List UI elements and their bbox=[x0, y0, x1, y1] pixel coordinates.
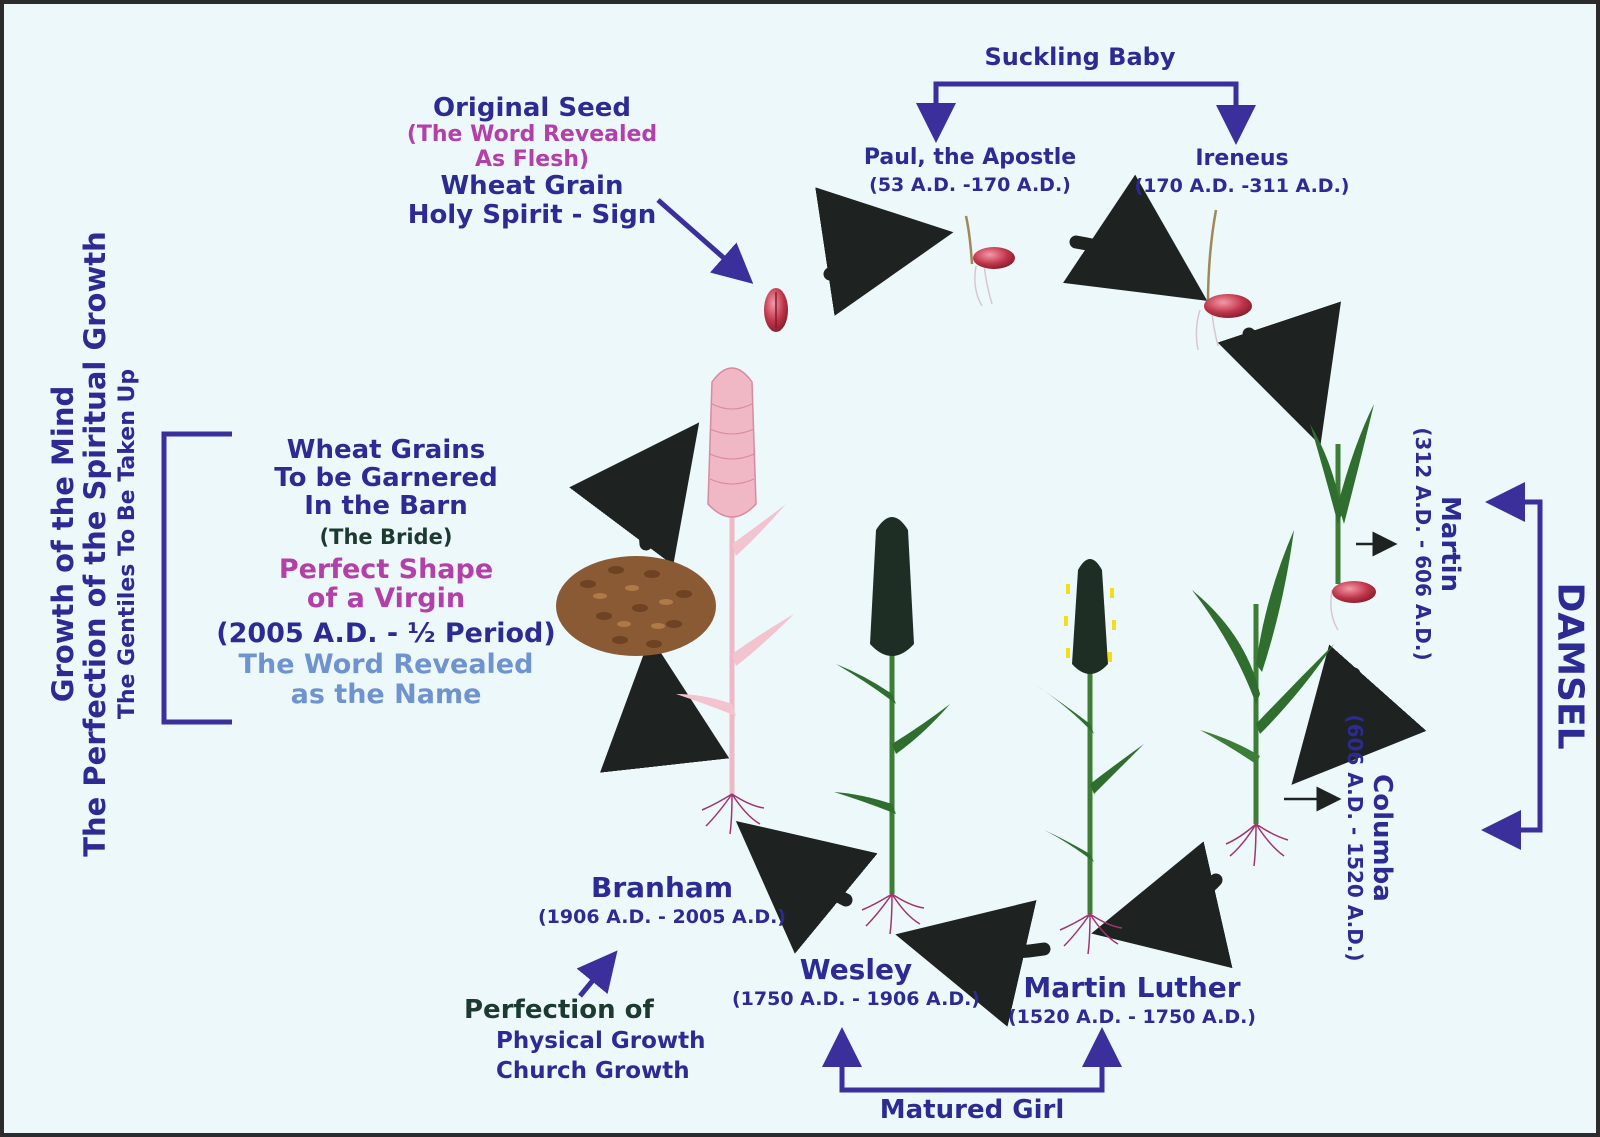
perfection-line3: Church Growth bbox=[496, 1057, 690, 1084]
pointer-to-original-seed bbox=[656, 198, 754, 284]
ireneus-name: Ireneus bbox=[1195, 146, 1289, 171]
side-line2: The Perfection of the Spiritual Growth bbox=[78, 231, 113, 857]
columba-label: Columba (606 A.D. - 1520 A.D.) bbox=[1343, 714, 1397, 961]
paul-name: Paul, the Apostle bbox=[863, 145, 1077, 170]
matured-girl-label: Matured Girl bbox=[879, 1095, 1065, 1125]
original-seed-grain bbox=[764, 288, 788, 332]
matured-girl-bracket bbox=[839, 1052, 1105, 1093]
arrow-grains-to-ripe-wheat bbox=[569, 422, 700, 566]
arrow-martin-to-columba bbox=[1291, 644, 1427, 785]
suckling-baby-label: Suckling Baby bbox=[984, 43, 1176, 71]
paul-label: Paul, the Apostle (53 A.D. -170 A.D.) bbox=[863, 145, 1077, 196]
damsel-bracket bbox=[1508, 499, 1543, 833]
ireneus-label: Ireneus (170 A.D. -311 A.D.) bbox=[1134, 146, 1350, 197]
original-seed-sub1: (The Word Revealed bbox=[406, 122, 658, 148]
perfection-line1: Perfection of bbox=[464, 995, 654, 1025]
bride-line4: (The Bride) bbox=[319, 525, 453, 550]
arrow-columba-to-luther bbox=[1091, 841, 1233, 969]
bride-line3: In the Barn bbox=[304, 491, 468, 522]
martin-luther-dates: (1520 A.D. - 1750 A.D.) bbox=[1007, 1006, 1257, 1029]
paul-dates: (53 A.D. -170 A.D.) bbox=[869, 173, 1071, 196]
bride-line5: Perfect Shape bbox=[278, 553, 494, 585]
martin-luther-name: Martin Luther bbox=[1023, 971, 1241, 1004]
wheat-grain-pile bbox=[556, 556, 716, 656]
branham-name: Branham bbox=[591, 871, 733, 904]
sprouting-seed-ireneus bbox=[1195, 209, 1252, 351]
bride-line8: The Word Revealed bbox=[238, 649, 534, 681]
diagram-artwork bbox=[161, 81, 1543, 1093]
cycle-arrows bbox=[569, 174, 1427, 1027]
martin-name: Martin bbox=[1435, 495, 1465, 593]
arrow-luther-to-wesley bbox=[895, 900, 1051, 1027]
plant-columba bbox=[1192, 530, 1334, 867]
wesley-dates: (1750 A.D. - 1906 A.D.) bbox=[731, 988, 981, 1011]
original-seed-label: Original Seed (The Word Revealed As Fles… bbox=[406, 93, 658, 231]
bride-line7: (2005 A.D. - ½ Period) bbox=[216, 618, 556, 650]
arrow-branham-to-grains bbox=[600, 636, 730, 773]
bride-bracket bbox=[161, 431, 232, 725]
branham-dates: (1906 A.D. - 2005 A.D.) bbox=[537, 906, 787, 929]
sprouting-seed-paul bbox=[964, 215, 1015, 307]
martin-luther-label: Martin Luther (1520 A.D. - 1750 A.D.) bbox=[1008, 972, 1256, 1029]
side-line1: Growth of the Mind bbox=[46, 385, 81, 703]
damsel-label: DAMSEL bbox=[1549, 582, 1591, 750]
branham-label: Branham (1906 A.D. - 2005 A.D.) bbox=[538, 872, 786, 929]
wesley-label: Wesley (1750 A.D. - 1906 A.D.) bbox=[732, 954, 980, 1011]
bride-line6: of a Virgin bbox=[306, 583, 466, 615]
martin-dates: (312 A.D. - 606 A.D.) bbox=[1411, 427, 1435, 661]
original-seed-line3: Wheat Grain bbox=[440, 171, 624, 202]
seedling-martin bbox=[1310, 404, 1376, 631]
arrow-ireneus-to-martin bbox=[1217, 301, 1341, 446]
columba-dates: (606 A.D. - 1520 A.D.) bbox=[1343, 714, 1367, 962]
plant-wesley bbox=[834, 517, 950, 935]
bride-line2: To be Garnered bbox=[274, 463, 498, 494]
bride-text-block: Wheat Grains To be Garnered In the Barn … bbox=[216, 436, 555, 709]
original-seed-sub2: As Flesh) bbox=[474, 146, 590, 172]
pointer-to-branham bbox=[576, 950, 618, 998]
arrow-seed-to-paul bbox=[815, 187, 954, 316]
original-seed-line4: Holy Spirit - Sign bbox=[407, 200, 657, 231]
indigo-connectors bbox=[161, 81, 1543, 1093]
side-vertical-text: Growth of the Mind The Perfection of the… bbox=[46, 231, 141, 857]
plant-ripe-wheat bbox=[676, 367, 794, 835]
suckling-baby-bracket bbox=[933, 81, 1239, 122]
perfection-label: Perfection of Physical Growth Church Gro… bbox=[464, 995, 706, 1085]
pointer-arrows bbox=[1284, 531, 1398, 812]
arrow-paul-to-ireneus bbox=[1063, 174, 1208, 301]
wesley-name: Wesley bbox=[799, 953, 913, 986]
arrow-wesley-to-branham bbox=[735, 820, 878, 954]
columba-name: Columba bbox=[1367, 774, 1397, 902]
martin-label: Martin (312 A.D. - 606 A.D.) bbox=[1411, 427, 1465, 660]
ireneus-dates: (170 A.D. -311 A.D.) bbox=[1134, 174, 1350, 197]
bride-line1: Wheat Grains bbox=[286, 435, 486, 465]
plant-martin-luther bbox=[1034, 559, 1144, 955]
side-line3: The Gentiles To Be Taken Up bbox=[115, 368, 141, 720]
bride-line9: as the Name bbox=[290, 678, 482, 710]
perfection-line2: Physical Growth bbox=[496, 1028, 706, 1055]
original-seed-title: Original Seed bbox=[433, 93, 631, 123]
